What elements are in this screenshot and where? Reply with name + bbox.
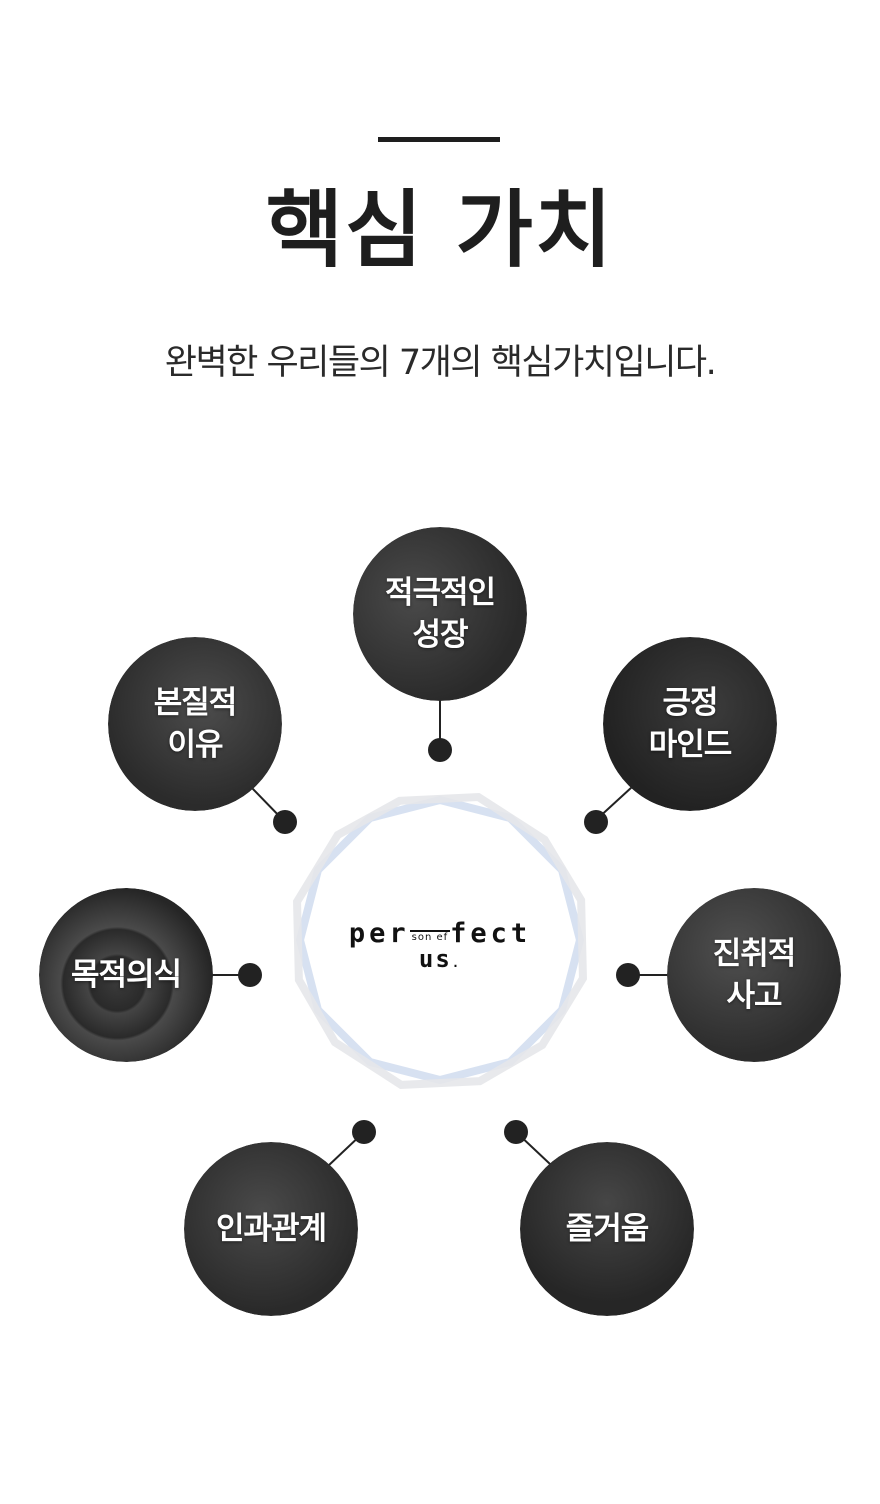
value-label: 적극적인 성장 bbox=[384, 575, 496, 653]
value-label: 목적의식 bbox=[70, 957, 182, 993]
value-circle-positive-mind: 긍정 마인드 bbox=[603, 637, 777, 811]
logo-small-text: son ef bbox=[409, 930, 451, 943]
connector-lines bbox=[212, 700, 668, 1167]
dot-joy bbox=[504, 1120, 528, 1144]
dot-causality bbox=[352, 1120, 376, 1144]
value-circle-essential-reason: 본질적 이유 bbox=[108, 637, 282, 811]
page-title: 핵심 가치 bbox=[265, 181, 615, 279]
dot-purpose bbox=[238, 963, 262, 987]
gray-ring bbox=[293, 792, 587, 1089]
title-divider bbox=[378, 137, 500, 142]
page-subtitle: 완벽한 우리들의 7개의 핵심가치입니다. bbox=[164, 343, 717, 383]
value-circle-causality: 인과관계 bbox=[184, 1142, 358, 1316]
core-values-diagram: 적극적인 성장 긍정 마인드 진취적 사고 즐거움 인과관계 목적의식 본질적 … bbox=[0, 500, 880, 1350]
dot-active-growth bbox=[428, 738, 452, 762]
value-circle-joy: 즐거움 bbox=[520, 1142, 694, 1316]
value-label: 즐거움 bbox=[565, 1211, 650, 1247]
logo-part: us bbox=[418, 945, 452, 973]
logo-dot: . bbox=[451, 956, 462, 970]
dot-positive-mind bbox=[584, 810, 608, 834]
value-circle-progressive-thinking: 진취적 사고 bbox=[667, 888, 841, 1062]
value-label: 진취적 사고 bbox=[712, 936, 797, 1014]
value-label: 본질적 이유 bbox=[153, 685, 238, 763]
value-circle-active-growth: 적극적인 성장 bbox=[353, 527, 527, 701]
logo-part: fect bbox=[450, 918, 532, 949]
dot-essential-reason bbox=[273, 810, 297, 834]
value-label: 인과관계 bbox=[215, 1211, 327, 1247]
logo-part: per bbox=[348, 918, 410, 949]
value-label: 긍정 마인드 bbox=[648, 685, 733, 763]
dot-progressive-thinking bbox=[616, 963, 640, 987]
value-circle-purpose: 목적의식 bbox=[39, 888, 213, 1062]
